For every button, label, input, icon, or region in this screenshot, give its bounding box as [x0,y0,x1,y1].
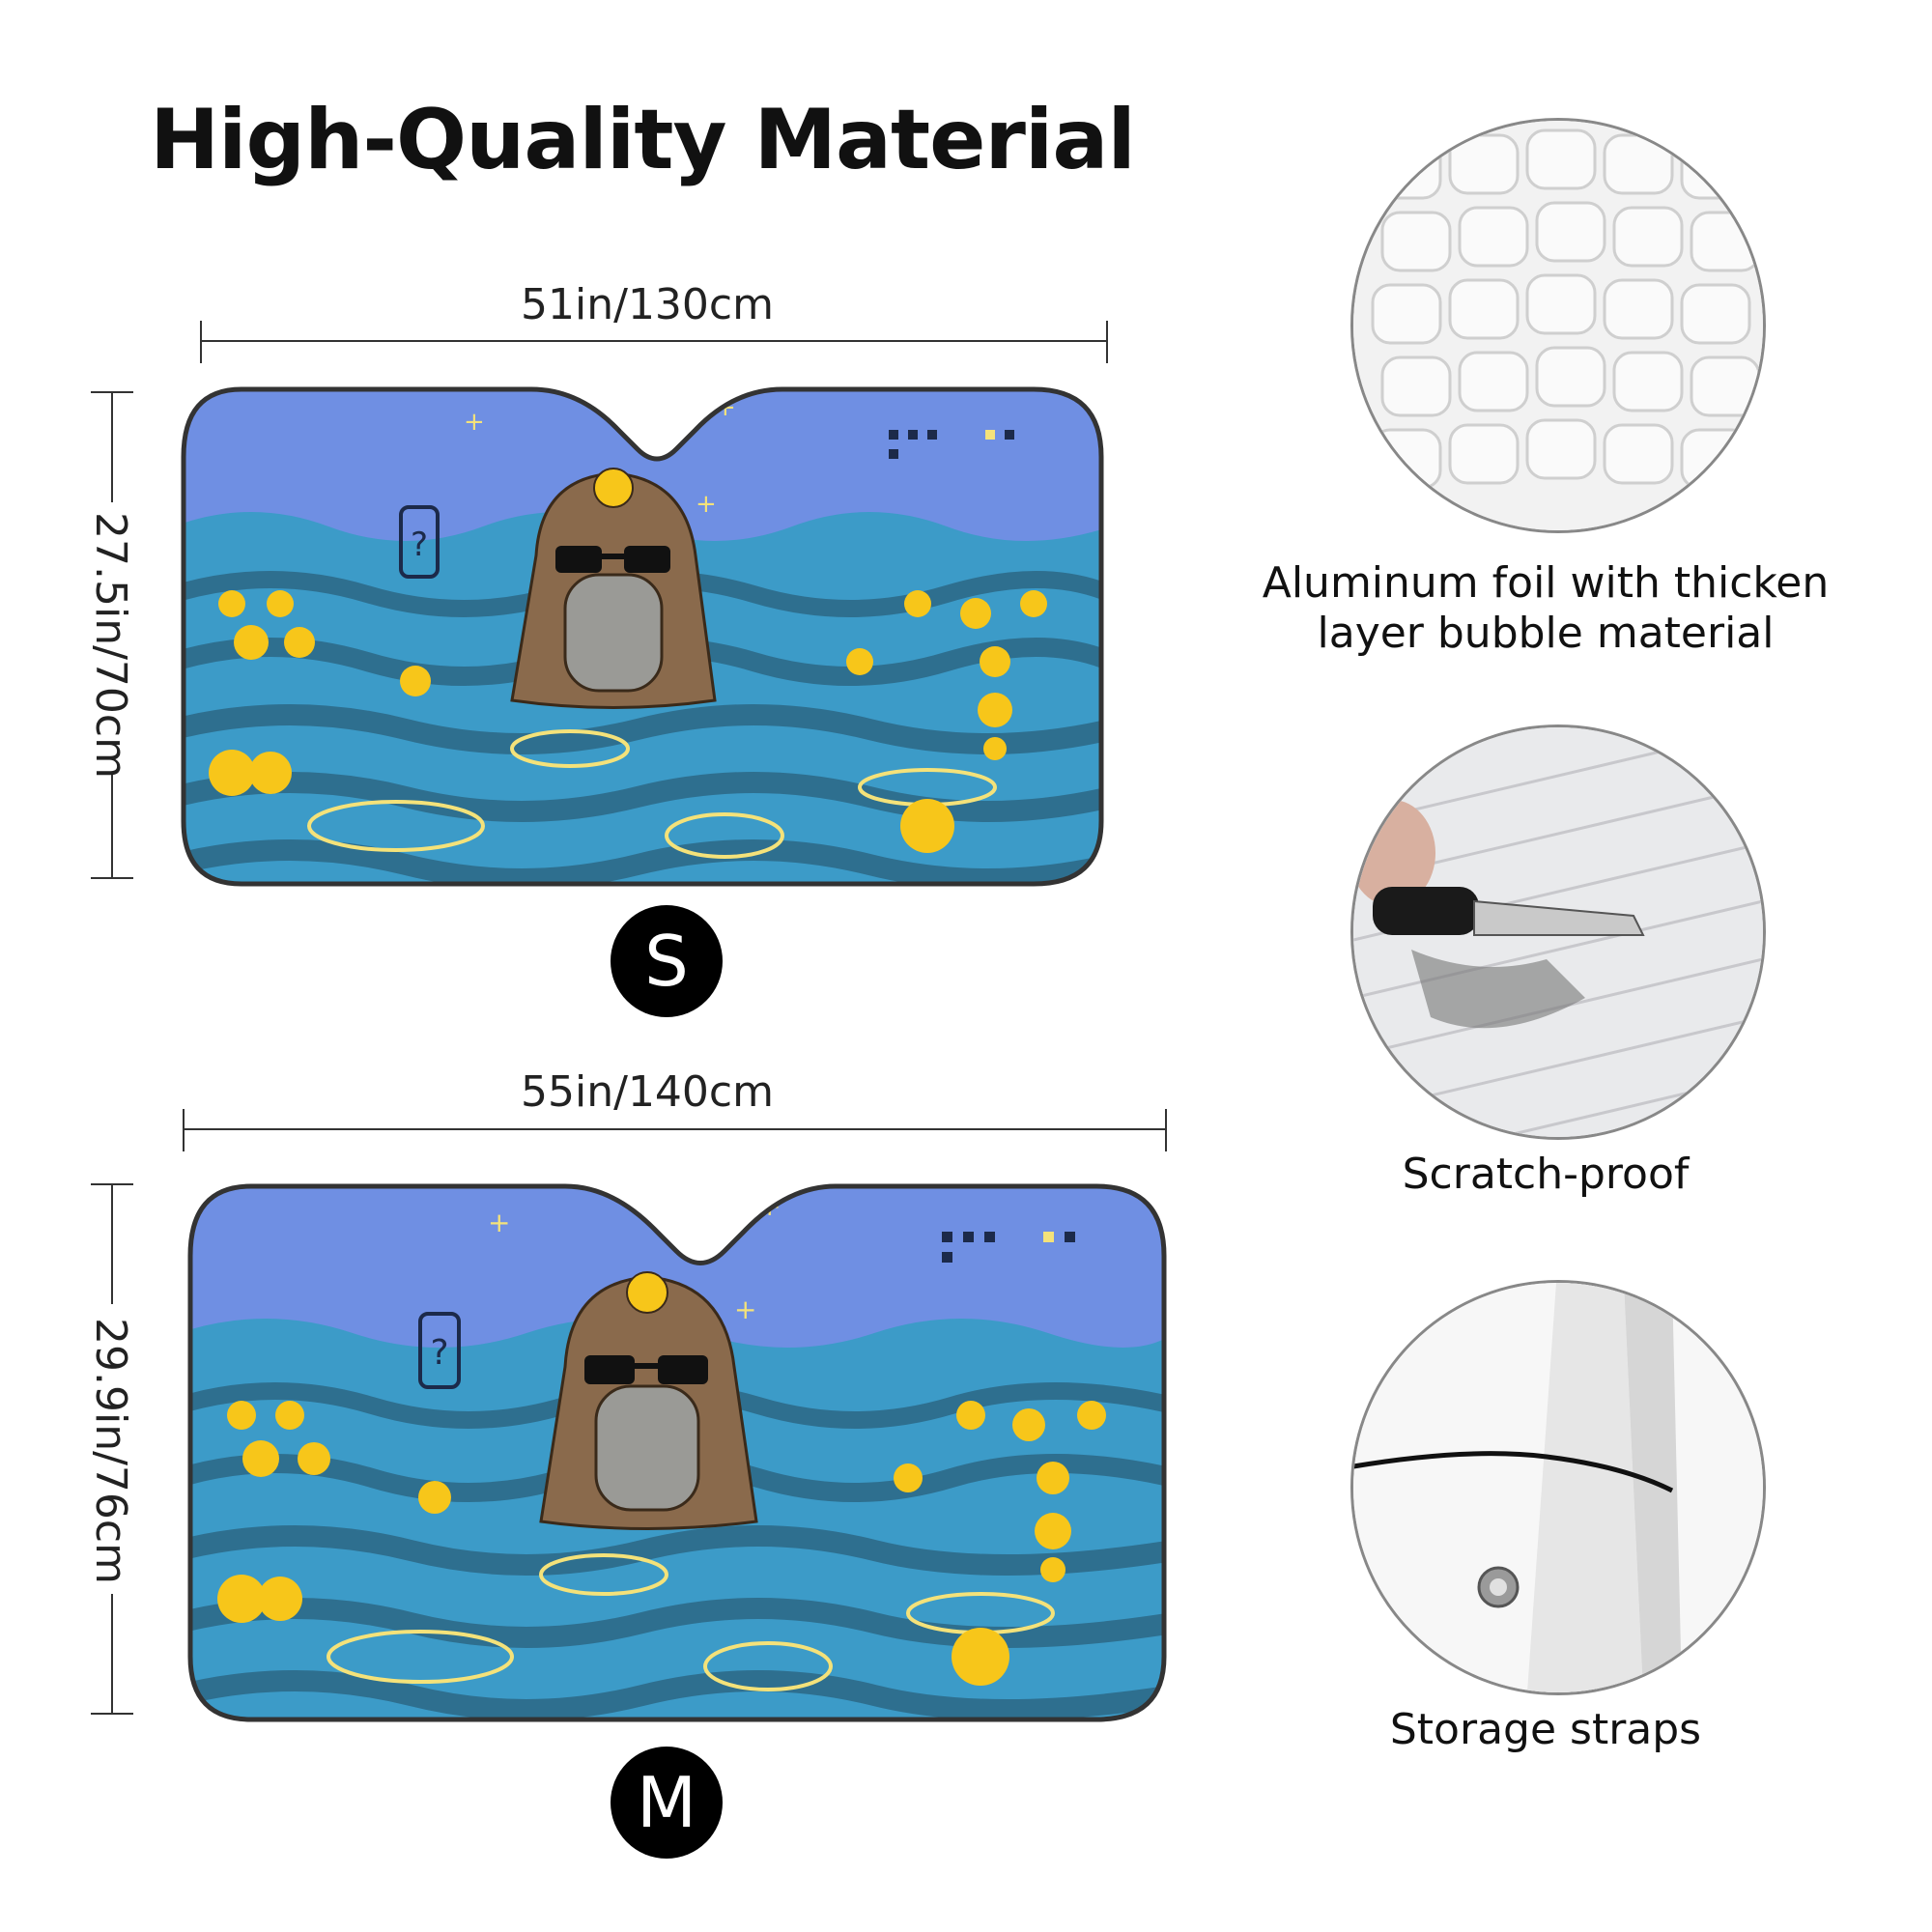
medium-width-line [184,1128,1167,1130]
medium-width-tick-left [183,1109,185,1151]
small-height-label: 27.5in/70cm [86,512,135,779]
small-height-tick-top [91,391,133,393]
small-width-label: 51in/130cm [521,280,774,329]
medium-height-tick-bottom [91,1713,133,1715]
small-height-tick-bottom [91,877,133,879]
medium-height-label: 29.9in/76cm [86,1318,135,1584]
page-title: High-Quality Material [150,92,1136,188]
bubble-foil-caption-line2: layer bubble material [1317,609,1775,658]
small-width-tick-left [200,321,202,363]
key-scratch-icon [1353,727,1763,1137]
small-width-line [201,340,1107,342]
small-width-tick-right [1106,321,1108,363]
strap-icon [1353,1283,1763,1692]
storage-straps-closeup-image [1350,1280,1766,1695]
svg-text:+: + [696,490,717,519]
bubble-foil-caption: Aluminum foil with thicken layer bubble … [1208,558,1884,659]
scratch-proof-closeup-image [1350,724,1766,1140]
size-m-badge: M [611,1747,723,1859]
svg-text:+: + [734,1293,756,1325]
size-s-badge: S [611,905,723,1017]
bubble-foil-caption-line1: Aluminum foil with thicken [1262,558,1830,608]
storage-straps-caption: Storage straps [1389,1705,1702,1754]
svg-text:?: ? [411,526,428,564]
medium-height-label-bg [77,1304,145,1594]
medium-width-tick-right [1165,1109,1167,1151]
small-sunshade-image: ? + + + [174,382,1111,894]
small-height-label-bg [77,502,145,773]
medium-width-label: 55in/140cm [521,1067,774,1117]
svg-text:?: ? [430,1333,448,1373]
svg-text:+: + [488,1207,510,1238]
medium-sunshade-image: ? + + + [179,1179,1174,1729]
bubble-foil-icon [1353,121,1763,530]
medium-height-tick-top [91,1183,133,1185]
bubble-foil-closeup-image [1350,118,1766,533]
scratch-proof-caption: Scratch-proof [1402,1150,1690,1199]
svg-text:+: + [464,408,485,437]
